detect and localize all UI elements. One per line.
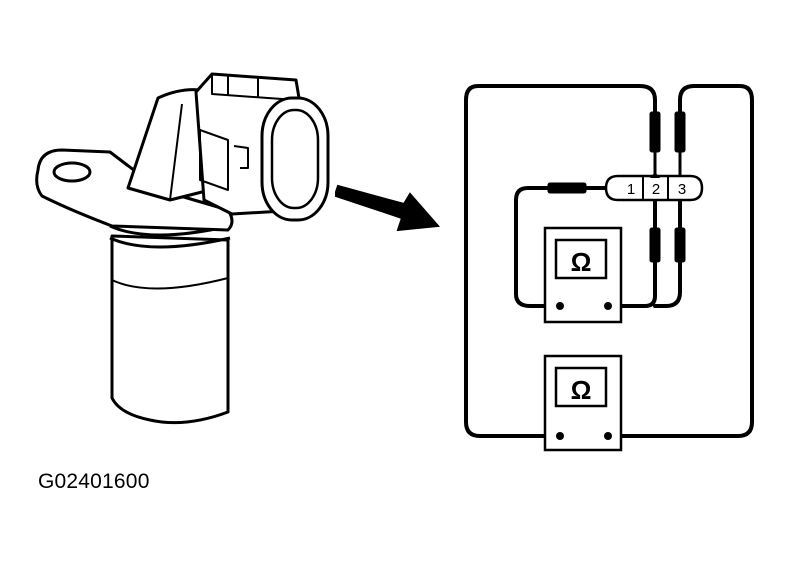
meter-terminal-left xyxy=(556,432,564,440)
sensor-seam xyxy=(111,277,229,290)
probe-leads xyxy=(653,150,682,178)
meter-display xyxy=(554,238,608,280)
probe-barrel xyxy=(674,227,686,263)
flange-hole xyxy=(52,161,92,183)
meter-terminal-right xyxy=(604,432,612,440)
wire-outer-left xyxy=(464,84,657,438)
ohmmeter-upper: Ω xyxy=(543,226,623,324)
wire-pin3-down xyxy=(653,198,682,308)
connector-face xyxy=(260,96,330,222)
wiring xyxy=(464,84,754,438)
arrow-pointer-icon xyxy=(335,184,441,232)
ohmmeter-lower: Ω xyxy=(543,354,623,452)
sensor-rib-2 xyxy=(109,236,231,249)
probe-barrel xyxy=(674,111,686,153)
figure-id-label: G02401600 xyxy=(38,470,150,493)
pin-1-label: 1 xyxy=(627,181,635,198)
probe-barrel xyxy=(547,182,587,194)
pin-2-label: 2 xyxy=(652,181,660,198)
probe-barrel xyxy=(649,111,661,153)
connector-pin-block: 1 2 3 xyxy=(604,172,704,202)
ohmmeter-icon: Ω xyxy=(571,375,592,405)
probe-barrels xyxy=(547,111,686,263)
wire-pin1 xyxy=(514,186,608,308)
wire-pin2-down xyxy=(606,198,657,308)
sensor-body xyxy=(110,234,230,425)
meter-terminal-left xyxy=(556,302,564,310)
probe-barrel xyxy=(649,227,661,263)
meter-display xyxy=(554,366,608,408)
meter-terminal-right xyxy=(604,302,612,310)
ohmmeter-icon: Ω xyxy=(571,247,592,277)
pin-3-label: 3 xyxy=(678,181,686,198)
sensor-illustration xyxy=(35,72,330,425)
wire-outer-right xyxy=(606,84,754,438)
